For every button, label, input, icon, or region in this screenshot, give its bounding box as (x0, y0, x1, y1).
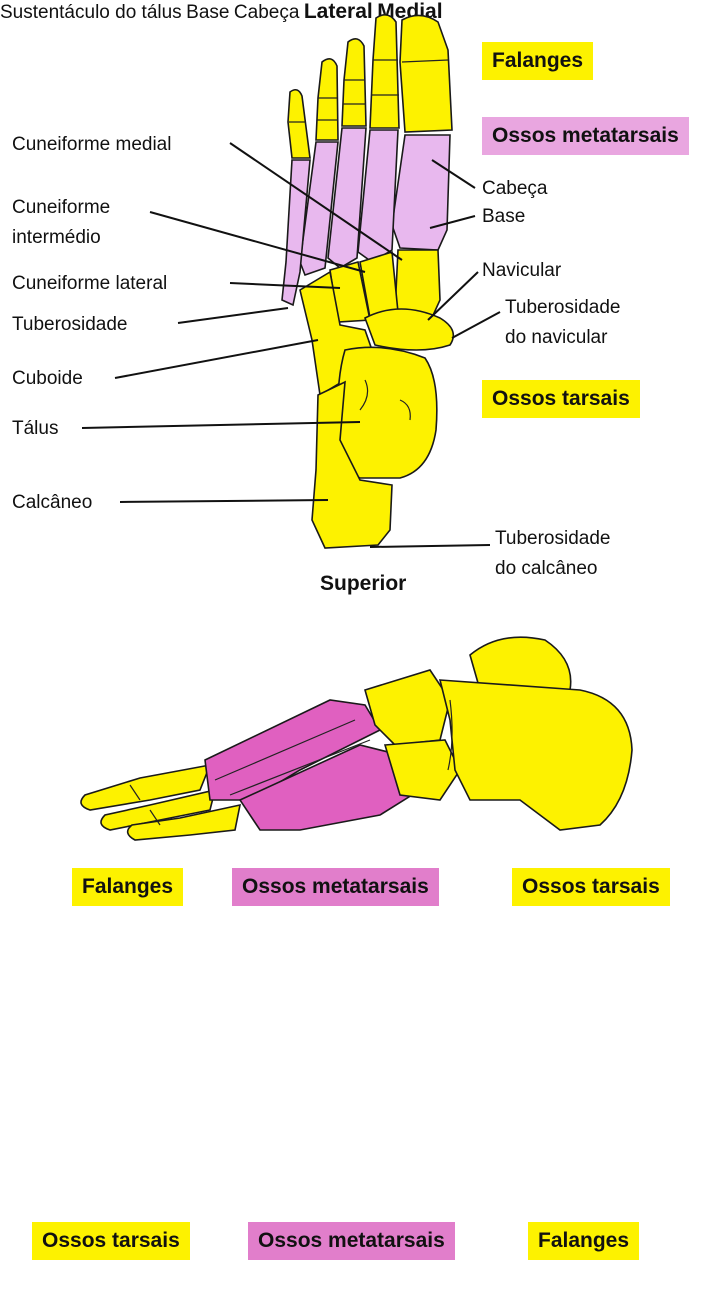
tag-lateral-falanges: Falanges (72, 868, 183, 906)
tag-medial-ossos-metatarsais: Ossos metatarsais (248, 1222, 455, 1260)
tag-superior-falanges: Falanges (482, 42, 593, 80)
label-navicular: Navicular (482, 260, 562, 281)
tag-lateral-ossos-tarsais: Ossos tarsais (512, 868, 670, 906)
tag-superior-ossos-tarsais: Ossos tarsais (482, 380, 640, 418)
navicular-bone (365, 309, 453, 350)
label-tuberosidade-navicular-line1: Tuberosidade (505, 297, 620, 318)
toe-5-phalanges (288, 90, 310, 158)
toe-4-phalanges (316, 59, 338, 140)
tag-lateral-ossos-metatarsais: Ossos metatarsais (232, 868, 439, 906)
lateral-cuneiforms (365, 670, 450, 745)
toe-2-phalanges (370, 15, 399, 128)
label-calcaneo: Calcâneo (12, 492, 92, 513)
superior-foot-illustration (282, 15, 453, 548)
toe-3-phalanges (342, 39, 366, 126)
label-cabeca: Cabeça (482, 178, 548, 199)
label-cuneiforme-intermedio-line1: Cuneiforme (12, 197, 110, 218)
label-cuneiforme-lateral: Cuneiforme lateral (12, 273, 167, 294)
label-base: Base (482, 206, 525, 227)
lateral-calcaneo (440, 680, 632, 830)
label-tuberosidade-calcaneo-line1: Tuberosidade (495, 528, 610, 549)
tag-superior-ossos-metatarsais: Ossos metatarsais (482, 117, 689, 155)
label-tuberosidade-calcaneo-line2: do calcâneo (495, 558, 597, 579)
label-talus: Tálus (12, 418, 58, 439)
label-cuneiforme-intermedio-line2: intermédio (12, 227, 101, 248)
label-cuneiforme-medial: Cuneiforme medial (12, 134, 171, 155)
hallux-phalanges (400, 15, 452, 132)
tag-medial-falanges: Falanges (528, 1222, 639, 1260)
lateral-foot-illustration (81, 637, 632, 840)
label-cuboide: Cuboide (12, 368, 83, 389)
talus-bone (338, 347, 437, 478)
label-tuberosidade-navicular-line2: do navicular (505, 327, 608, 348)
label-tuberosidade: Tuberosidade (12, 314, 127, 335)
view-title-superior: Superior (320, 572, 406, 595)
tag-medial-ossos-tarsais: Ossos tarsais (32, 1222, 190, 1260)
metatarsal-1 (392, 135, 450, 250)
